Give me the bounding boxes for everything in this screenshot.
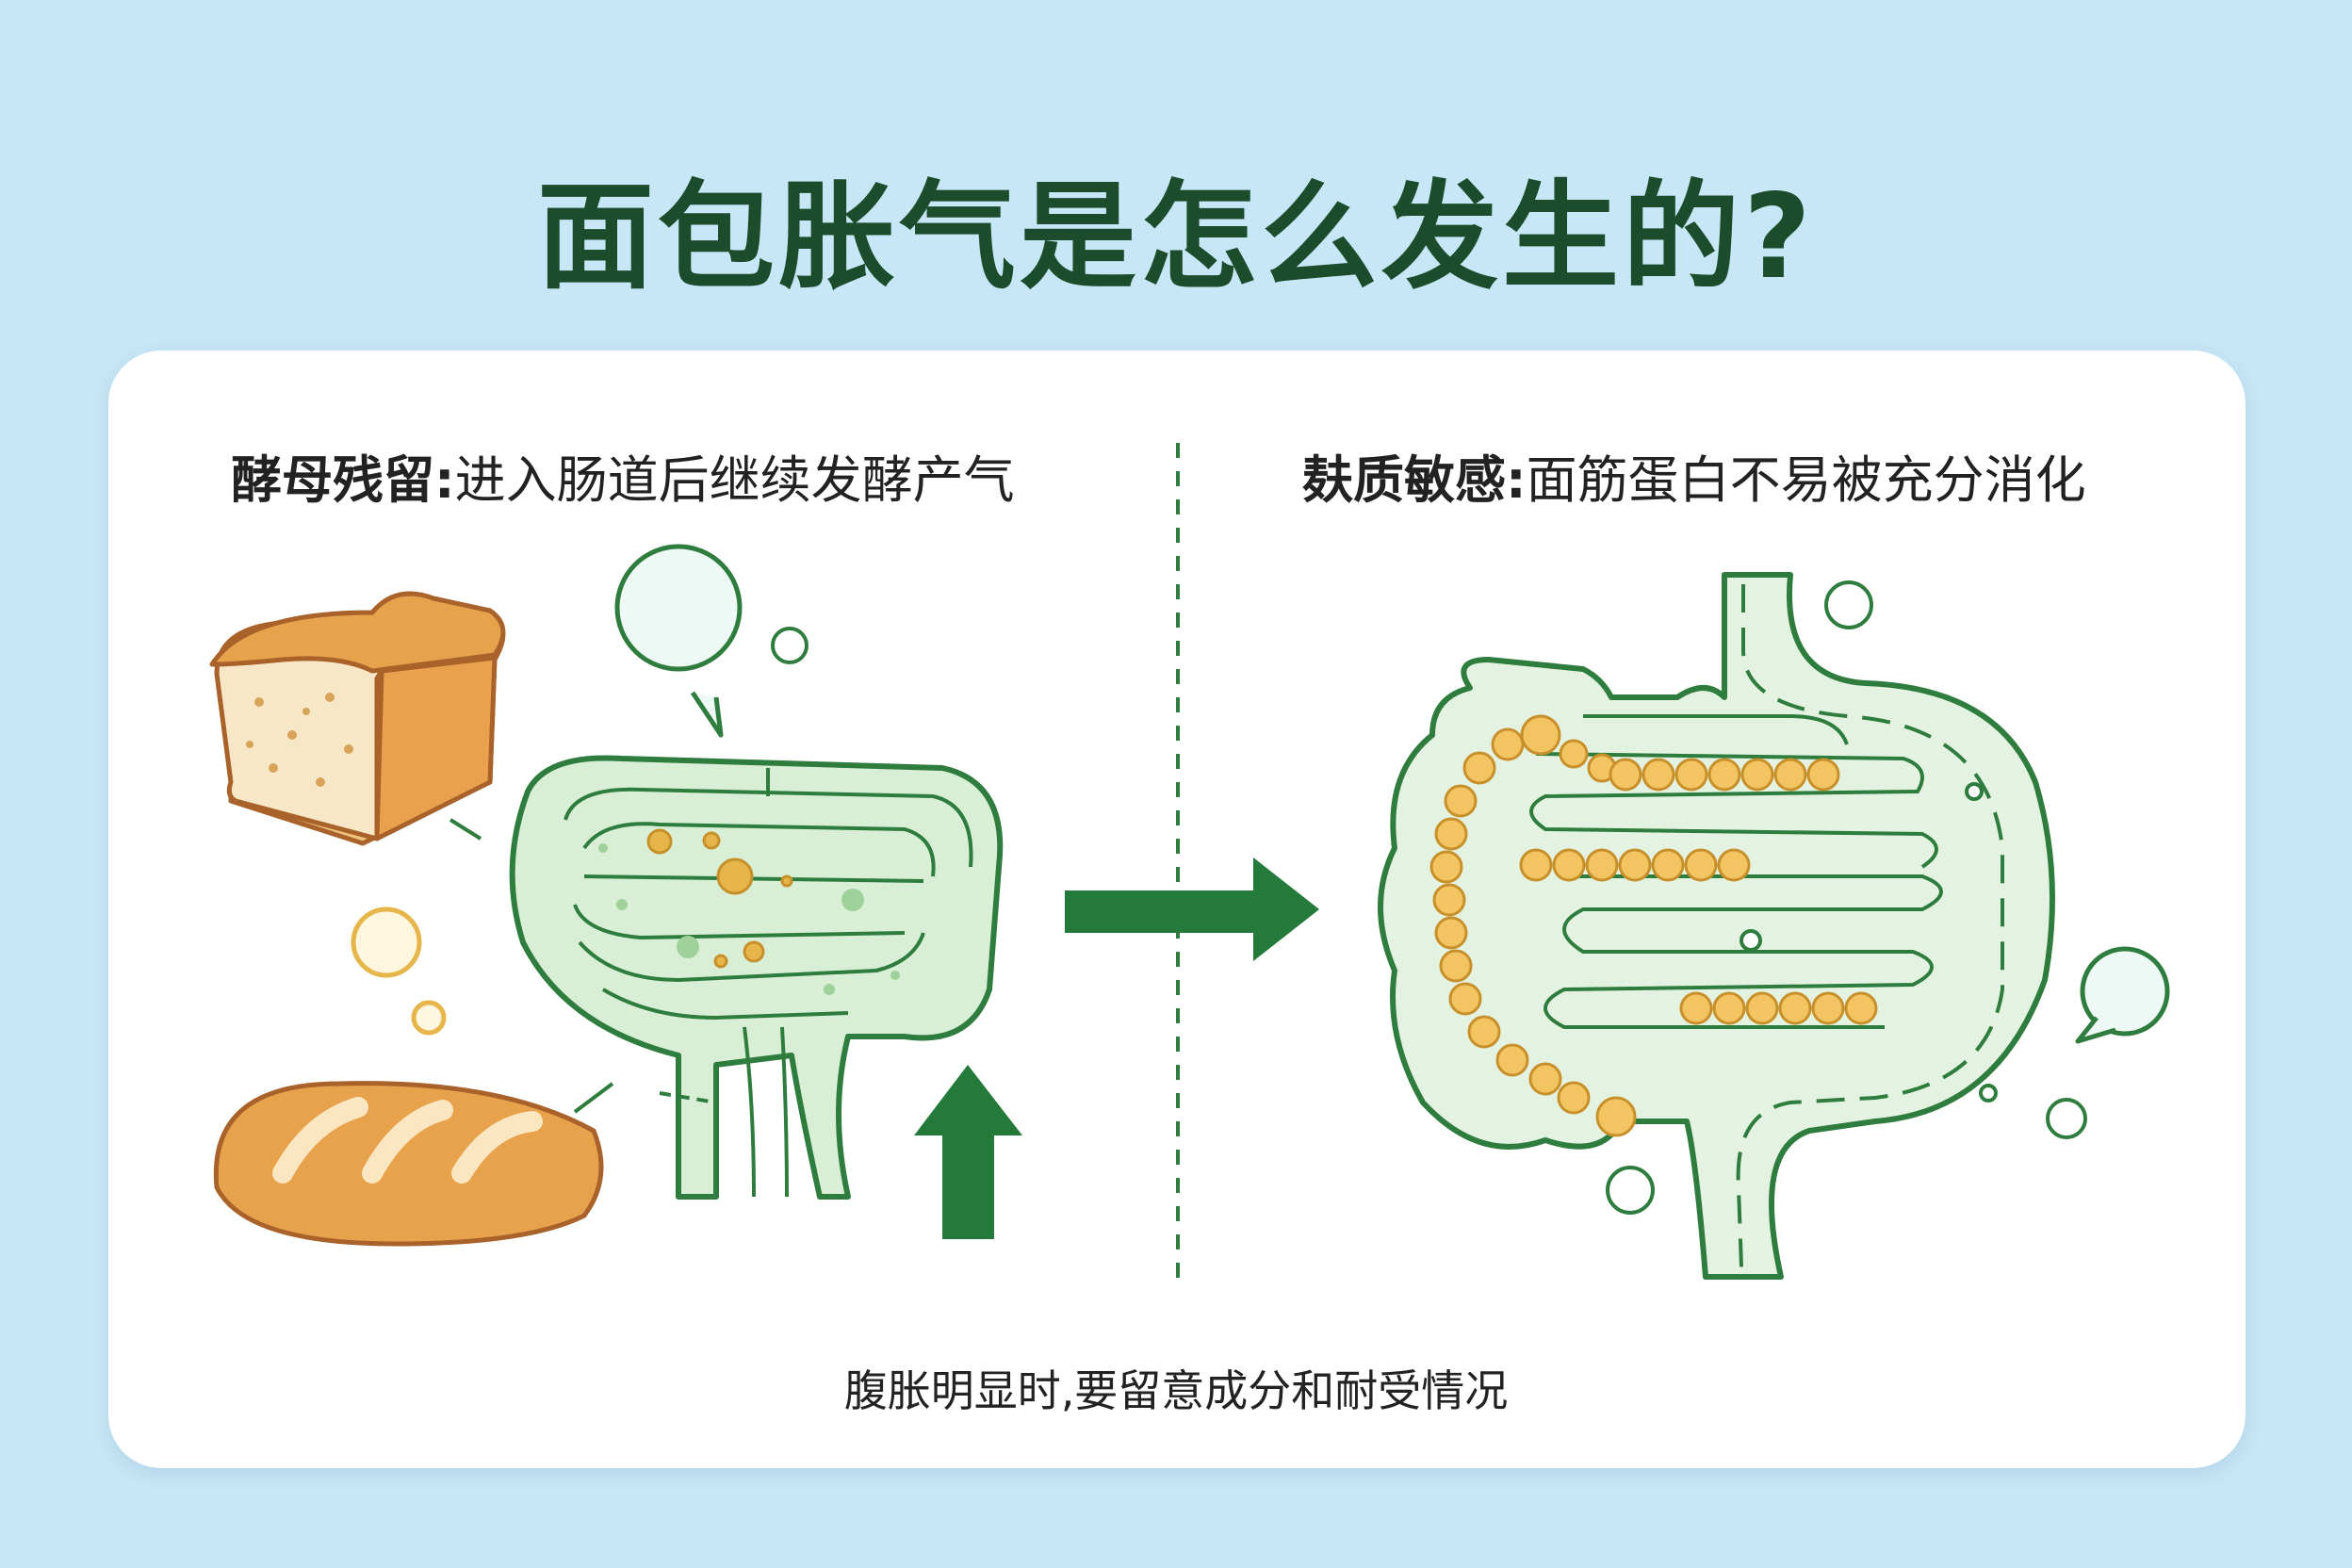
right-panel-title: 麸质敏感:面筋蛋白不易被充分消化 xyxy=(1302,438,2086,513)
gas-bubble-icon xyxy=(351,544,808,1036)
up-arrow-icon xyxy=(914,1065,1022,1239)
page-title: 面包胀气是怎么发生的? xyxy=(537,170,1815,305)
right-panel-heading: 麸质敏感: xyxy=(1302,450,1527,510)
left-panel-heading: 酵母残留: xyxy=(231,450,455,510)
left-panel-text: 进入肠道后继续发酵产气 xyxy=(454,450,1015,510)
intestine-icon xyxy=(509,755,1004,1200)
gas-bubble-icon xyxy=(1606,580,2170,1215)
footer-note: 腹胀明显时,要留意成分和耐受情况 xyxy=(843,1365,1509,1416)
bread-roll-icon xyxy=(213,1081,604,1247)
intestine-icon xyxy=(1378,572,2055,1280)
bread-loaf-icon xyxy=(209,591,506,846)
left-panel-title: 酵母残留:进入肠道后继续发酵产气 xyxy=(231,438,1015,513)
gluten-chain-icon xyxy=(1429,714,1878,1137)
right-arrow-icon xyxy=(1065,858,1319,961)
right-panel-text: 面筋蛋白不易被充分消化 xyxy=(1526,450,2086,510)
